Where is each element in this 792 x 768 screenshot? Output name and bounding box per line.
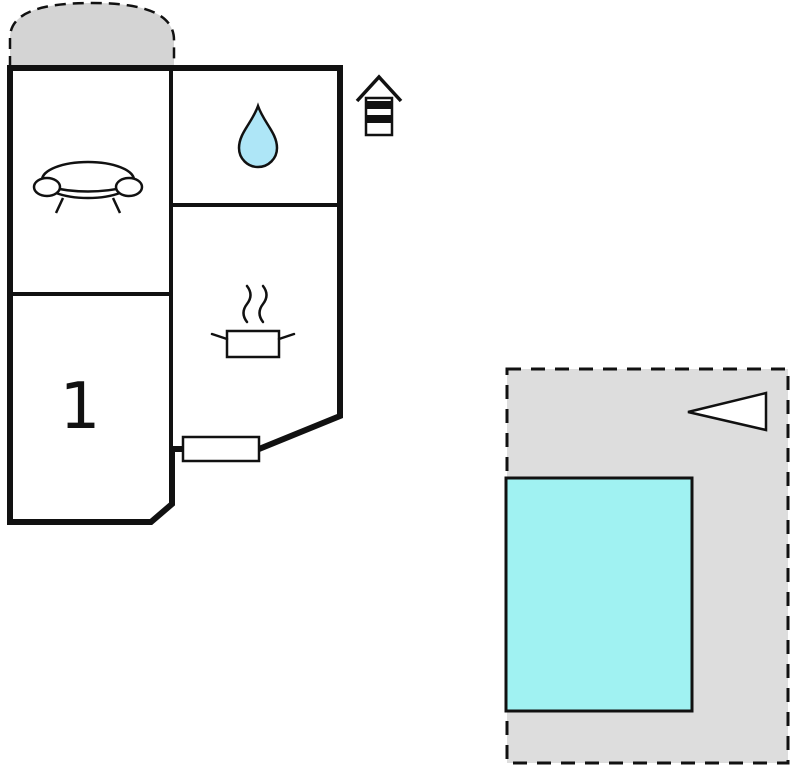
well-icon bbox=[355, 74, 403, 137]
window bbox=[181, 435, 261, 463]
pool-area bbox=[504, 476, 694, 713]
cooking-pot-icon bbox=[210, 284, 296, 359]
arch-icon bbox=[8, 1, 176, 69]
left-arrow-icon bbox=[687, 391, 768, 432]
sofa-icon bbox=[32, 160, 144, 214]
water-drop-icon bbox=[237, 102, 279, 169]
bedroom-number-label: 1 bbox=[60, 370, 101, 444]
